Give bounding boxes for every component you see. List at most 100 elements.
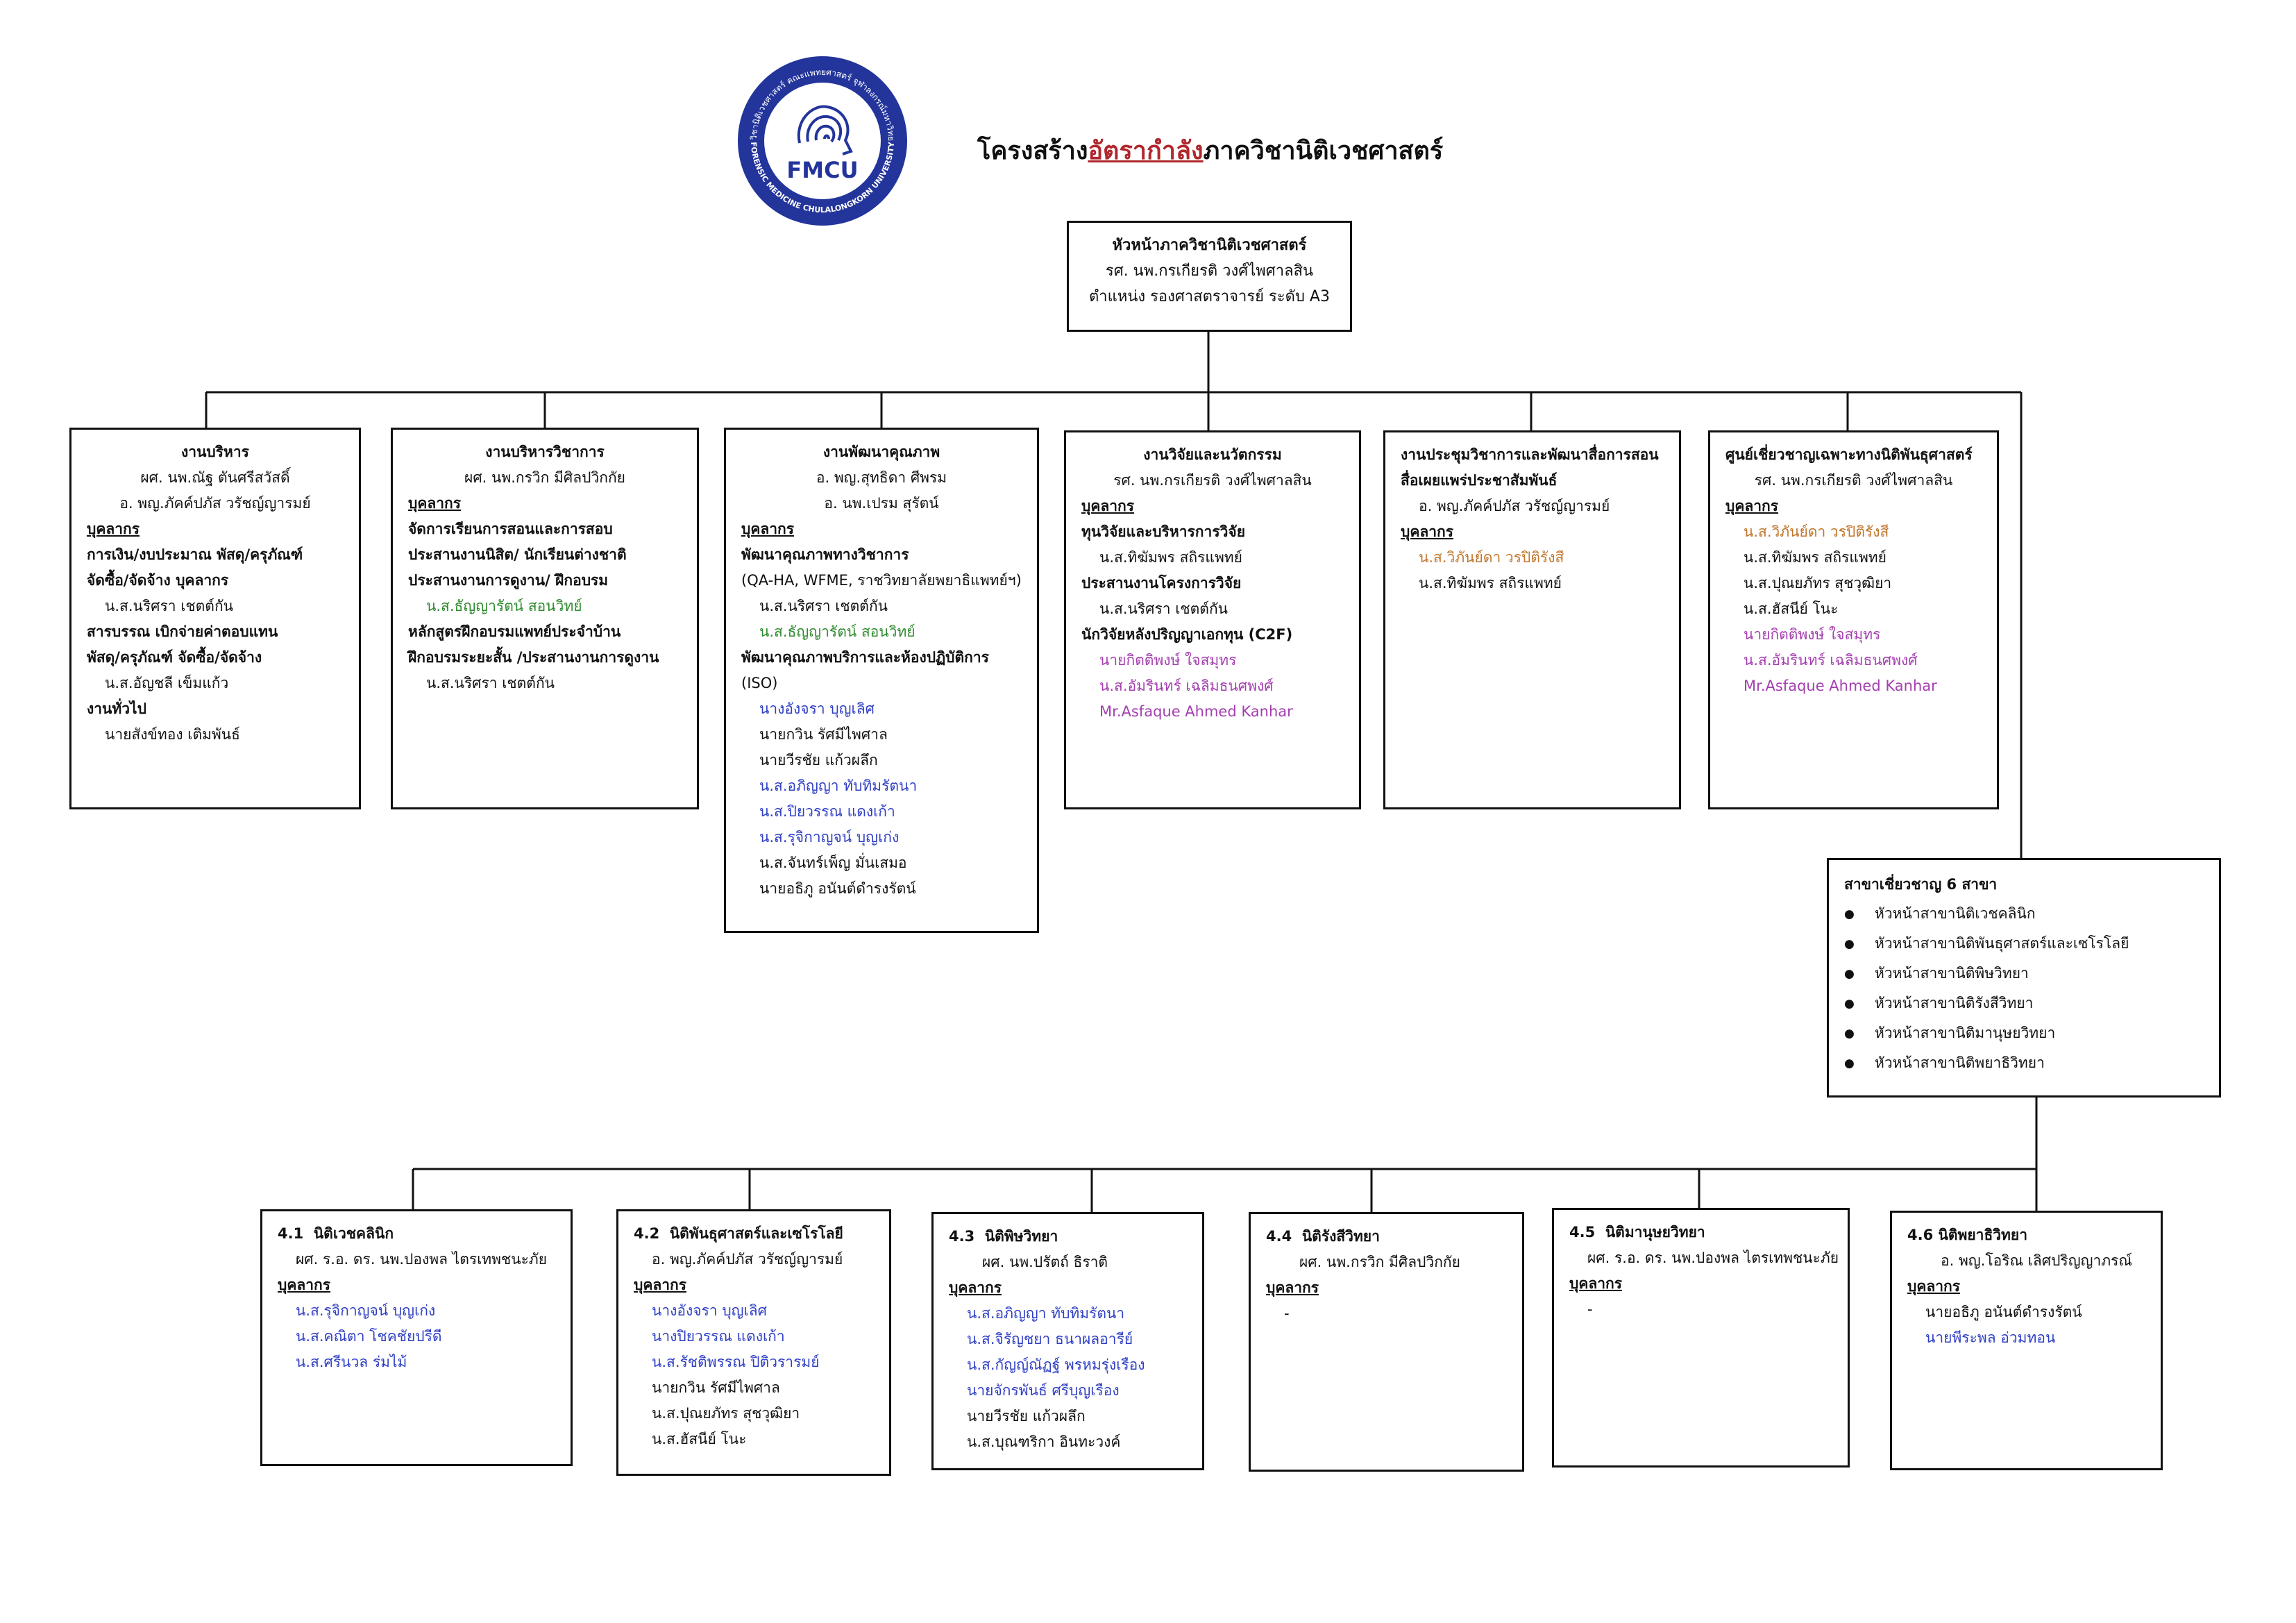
admin-title: งานบริหาร — [181, 444, 249, 460]
research-person: น.ส.อัมรินทร์ เฉลิมธนศพงศ์ — [1099, 678, 1274, 694]
branch-person: นายกวิน รัศมีไพศาล — [652, 1379, 780, 1396]
head-name: รศ. นพ.กรเกียรติ วงศ์ไพศาลสิน — [1105, 262, 1314, 280]
branch-person: น.ส.ฮัสนีย์ โนะ — [652, 1431, 747, 1447]
admin-box: งานบริหาร ผศ. นพ.ณัฐ ตันศรีสวัสดิ์ อ. พญ… — [69, 428, 361, 809]
quality-person: น.ส.รุจิกาญจน์ บุญเก่ง — [759, 829, 900, 846]
branch-item: หัวหน้าสาขานิติมานุษยวิทยา — [1844, 1018, 2204, 1048]
branch-person: น.ส.บุณฑริกา อินทะวงค์ — [967, 1433, 1121, 1450]
center-person: น.ส.ปุณยภัทร สุชวุฒิยา — [1744, 575, 1892, 591]
center-person: Mr.Asfaque Ahmed Kanhar — [1744, 678, 1937, 694]
center-person: น.ส.อัมรินทร์ เฉลิมธนศพงศ์ — [1744, 652, 1918, 668]
branch-person: นายจักรพันธ์ ศรีบุญเรือง — [967, 1382, 1120, 1399]
quality-person: น.ส.จันทร์เพ็ญ มั่นเสมอ — [759, 855, 907, 871]
branch-person: น.ส.ศรีนวล ร่มไม้ — [296, 1354, 407, 1370]
quality-person: นางอังจรา บุญเลิศ — [759, 700, 875, 717]
branch-item: หัวหน้าสาขานิติพยาธิวิทยา — [1844, 1048, 2204, 1078]
admin-person: น.ส.นริศรา เชตต์กัน — [105, 598, 234, 614]
branch-4-4-box: 4.4 นิติรังสีวิทยา ผศ. นพ.กรวิก มีศิลปวิ… — [1249, 1212, 1524, 1472]
branch-4-2-box: 4.2 นิติพันธุศาสตร์และเซโรโลยี อ. พญ.ภัค… — [616, 1209, 891, 1476]
quality-lead-1: อ. พญ.สุทธิดา ศีพรม — [816, 469, 947, 486]
branch-person: น.ส.คณิตา โชคชัยปรีดี — [296, 1328, 442, 1345]
branch-4-6-title: 4.6 นิติพยาธิวิทยา — [1907, 1227, 2027, 1243]
branch-person: น.ส.อภิญญา ทับทิมรัตนา — [967, 1305, 1125, 1322]
research-box: งานวิจัยและนวัตกรรม รศ. นพ.กรเกียรติ วงศ… — [1064, 430, 1361, 809]
branches-title: สาขาเชี่ยวชาญ 6 สาขา — [1844, 876, 1998, 893]
quality-person: นายวีรชัย แก้วผลึก — [759, 752, 878, 768]
academic-title: งานบริหารวิชาการ — [485, 444, 605, 460]
branch-person-none: - — [1587, 1301, 1593, 1318]
admin-person: น.ส.อัญชลี เข็มแก้ว — [105, 675, 229, 691]
research-title: งานวิจัยและนวัตกรรม — [1143, 446, 1282, 463]
branch-4-1-lead: ผศ. ร.อ. ดร. นพ.ปองพล ไตรเทพชนะภัย — [296, 1251, 548, 1268]
branch-person: น.ส.รุจิกาญจน์ บุญเก่ง — [296, 1302, 436, 1319]
branch-item: หัวหน้าสาขานิติรังสีวิทยา — [1844, 989, 2204, 1018]
branch-4-2-title: 4.2 นิติพันธุศาสตร์และเซโรโลยี — [634, 1225, 843, 1242]
branch-person: นางปิยวรรณ แดงเก้า — [652, 1328, 785, 1345]
quality-box: งานพัฒนาคุณภาพ อ. พญ.สุทธิดา ศีพรม อ. นพ… — [724, 428, 1039, 933]
branch-item: หัวหน้าสาขานิติเวชคลินิก — [1844, 899, 2204, 929]
branch-4-5-lead: ผศ. ร.อ. ดร. นพ.ปองพล ไตรเทพชนะภัย — [1587, 1250, 1839, 1266]
logo-text: FMCU — [786, 157, 858, 183]
conference-box: งานประชุมวิชาการและพัฒนาสื่อการสอน สื่อเ… — [1383, 430, 1681, 809]
genetics-center-box: ศูนย์เชี่ยวชาญเฉพาะทางนิติพันธุศาสตร์ รศ… — [1708, 430, 1999, 809]
branch-item: หัวหน้าสาขานิติพิษวิทยา — [1844, 959, 2204, 989]
conference-person: น.ส.วิภันย์ดา วรปิติรังสี — [1419, 549, 1564, 566]
admin-lead-1: ผศ. นพ.ณัฐ ตันศรีสวัสดิ์ — [140, 469, 290, 486]
quality-person: น.ส.อภิญญา ทับทิมรัตนา — [759, 777, 918, 794]
branch-4-4-lead: ผศ. นพ.กรวิก มีศิลปวิกกัย — [1299, 1254, 1460, 1270]
page-title: โครงสร้างอัตรากำลังภาควิชานิติเวชศาสตร์ — [977, 137, 1444, 165]
conference-title: งานประชุมวิชาการและพัฒนาสื่อการสอน — [1401, 446, 1659, 463]
branch-person: น.ส.จิรัญชยา ธนาผลอารีย์ — [967, 1331, 1133, 1347]
quality-person: นายอธิภู อนันต์ดำรงรัตน์ — [759, 880, 916, 897]
branch-4-6-box: 4.6 นิติพยาธิวิทยา อ. พญ.โอริณ เลิศปริญญ… — [1890, 1211, 2163, 1470]
center-person: น.ส.ทิฆัมพร สถิรแพทย์ — [1744, 549, 1886, 566]
fingerprint-head-icon — [797, 105, 853, 155]
branch-4-5-box: 4.5 นิติมานุษยวิทยา ผศ. ร.อ. ดร. นพ.ปองพ… — [1552, 1208, 1850, 1468]
branch-person: นางอังจรา บุญเลิศ — [652, 1302, 767, 1319]
quality-staff-label: บุคลากร — [741, 521, 795, 537]
research-person: น.ส.ทิฆัมพร สถิรแพทย์ — [1099, 549, 1242, 566]
branch-person: น.ส.รัชติพรรณ ปิติวรารมย์ — [652, 1354, 820, 1370]
branch-4-3-title: 4.3 นิติพิษวิทยา — [949, 1228, 1058, 1245]
research-person: นายกิตติพงษ์ ใจสมุทร — [1099, 652, 1237, 668]
research-person: Mr.Asfaque Ahmed Kanhar — [1099, 703, 1293, 720]
admin-staff-label: บุคลากร — [87, 521, 140, 537]
center-person: น.ส.วิภันย์ดา วรปิติรังสี — [1744, 523, 1889, 540]
fmcu-logo: ภาควิชานิติเวชศาสตร์ คณะแพทยศาสตร์ จุฬาล… — [736, 54, 907, 226]
head-position: ตำแหน่ง รองศาสตราจารย์ ระดับ A3 — [1089, 288, 1330, 305]
academic-staff-label: บุคลากร — [408, 495, 462, 512]
research-person: น.ส.นริศรา เชตต์กัน — [1099, 600, 1229, 617]
center-title: ศูนย์เชี่ยวชาญเฉพาะทางนิติพันธุศาสตร์ — [1725, 446, 1973, 463]
branch-4-1-title: 4.1 นิติเวชคลินิก — [278, 1225, 394, 1242]
admin-lead-2: อ. พญ.ภัคค์ปภัส วรัชญ์ญารมย์ — [119, 495, 311, 512]
academic-person: น.ส.นริศรา เชตต์กัน — [426, 675, 555, 691]
research-staff-label: บุคลากร — [1081, 498, 1135, 514]
quality-person: น.ส.นริศรา เชตต์กัน — [759, 598, 888, 614]
quality-person: น.ส.ธัญญารัตน์ สอนวิทย์ — [759, 623, 915, 640]
head-title: หัวหน้าภาควิชานิติเวชศาสตร์ — [1112, 237, 1307, 254]
quality-title: งานพัฒนาคุณภาพ — [822, 444, 940, 460]
branch-4-4-title: 4.4 นิติรังสีวิทยา — [1266, 1228, 1380, 1245]
branch-4-6-lead: อ. พญ.โอริณ เลิศปริญญาภรณ์ — [1941, 1252, 2132, 1269]
academic-box: งานบริหารวิชาการ ผศ. นพ.กรวิก มีศิลปวิกก… — [391, 428, 699, 809]
center-lead: รศ. นพ.กรเกียรติ วงศ์ไพศาลสิน — [1754, 472, 1953, 489]
branch-4-1-box: 4.1 นิติเวชคลินิก ผศ. ร.อ. ดร. นพ.ปองพล … — [260, 1209, 573, 1466]
branch-4-3-box: 4.3 นิติพิษวิทยา ผศ. นพ.ปรัตถ์ ธิราติ บุ… — [931, 1212, 1204, 1470]
center-person: น.ส.ฮัสนีย์ โนะ — [1744, 600, 1839, 617]
research-lead: รศ. นพ.กรเกียรติ วงศ์ไพศาลสิน — [1113, 472, 1312, 489]
branches-box: สาขาเชี่ยวชาญ 6 สาขา หัวหน้าสาขานิติเวชค… — [1827, 858, 2221, 1098]
branch-person: น.ส.กัญญ์ณัฏฐ์ พรหมรุ่งเรือง — [967, 1356, 1145, 1373]
conference-staff-label: บุคลากร — [1401, 523, 1454, 540]
conference-person: น.ส.ทิฆัมพร สถิรแพทย์ — [1419, 575, 1562, 591]
center-person: นายกิตติพงษ์ ใจสมุทร — [1744, 626, 1881, 643]
academic-lead: ผศ. นพ.กรวิก มีศิลปวิกกัย — [464, 469, 625, 486]
branch-person: นายพีระพล อ่วมทอน — [1925, 1329, 2056, 1346]
academic-person: น.ส.ธัญญารัตน์ สอนวิทย์ — [426, 598, 582, 614]
quality-lead-2: อ. นพ.เปรม สุรัตน์ — [824, 495, 939, 512]
conference-lead: อ. พญ.ภัคค์ปภัส วรัชญ์ญารมย์ — [1419, 498, 1610, 514]
quality-person: น.ส.ปิยวรรณ แดงเก้า — [759, 803, 895, 820]
admin-person: นายสังข์ทอง เติมพันธ์ — [105, 726, 240, 743]
branch-person: นายอธิภู อนันต์ดำรงรัตน์ — [1925, 1304, 2082, 1320]
